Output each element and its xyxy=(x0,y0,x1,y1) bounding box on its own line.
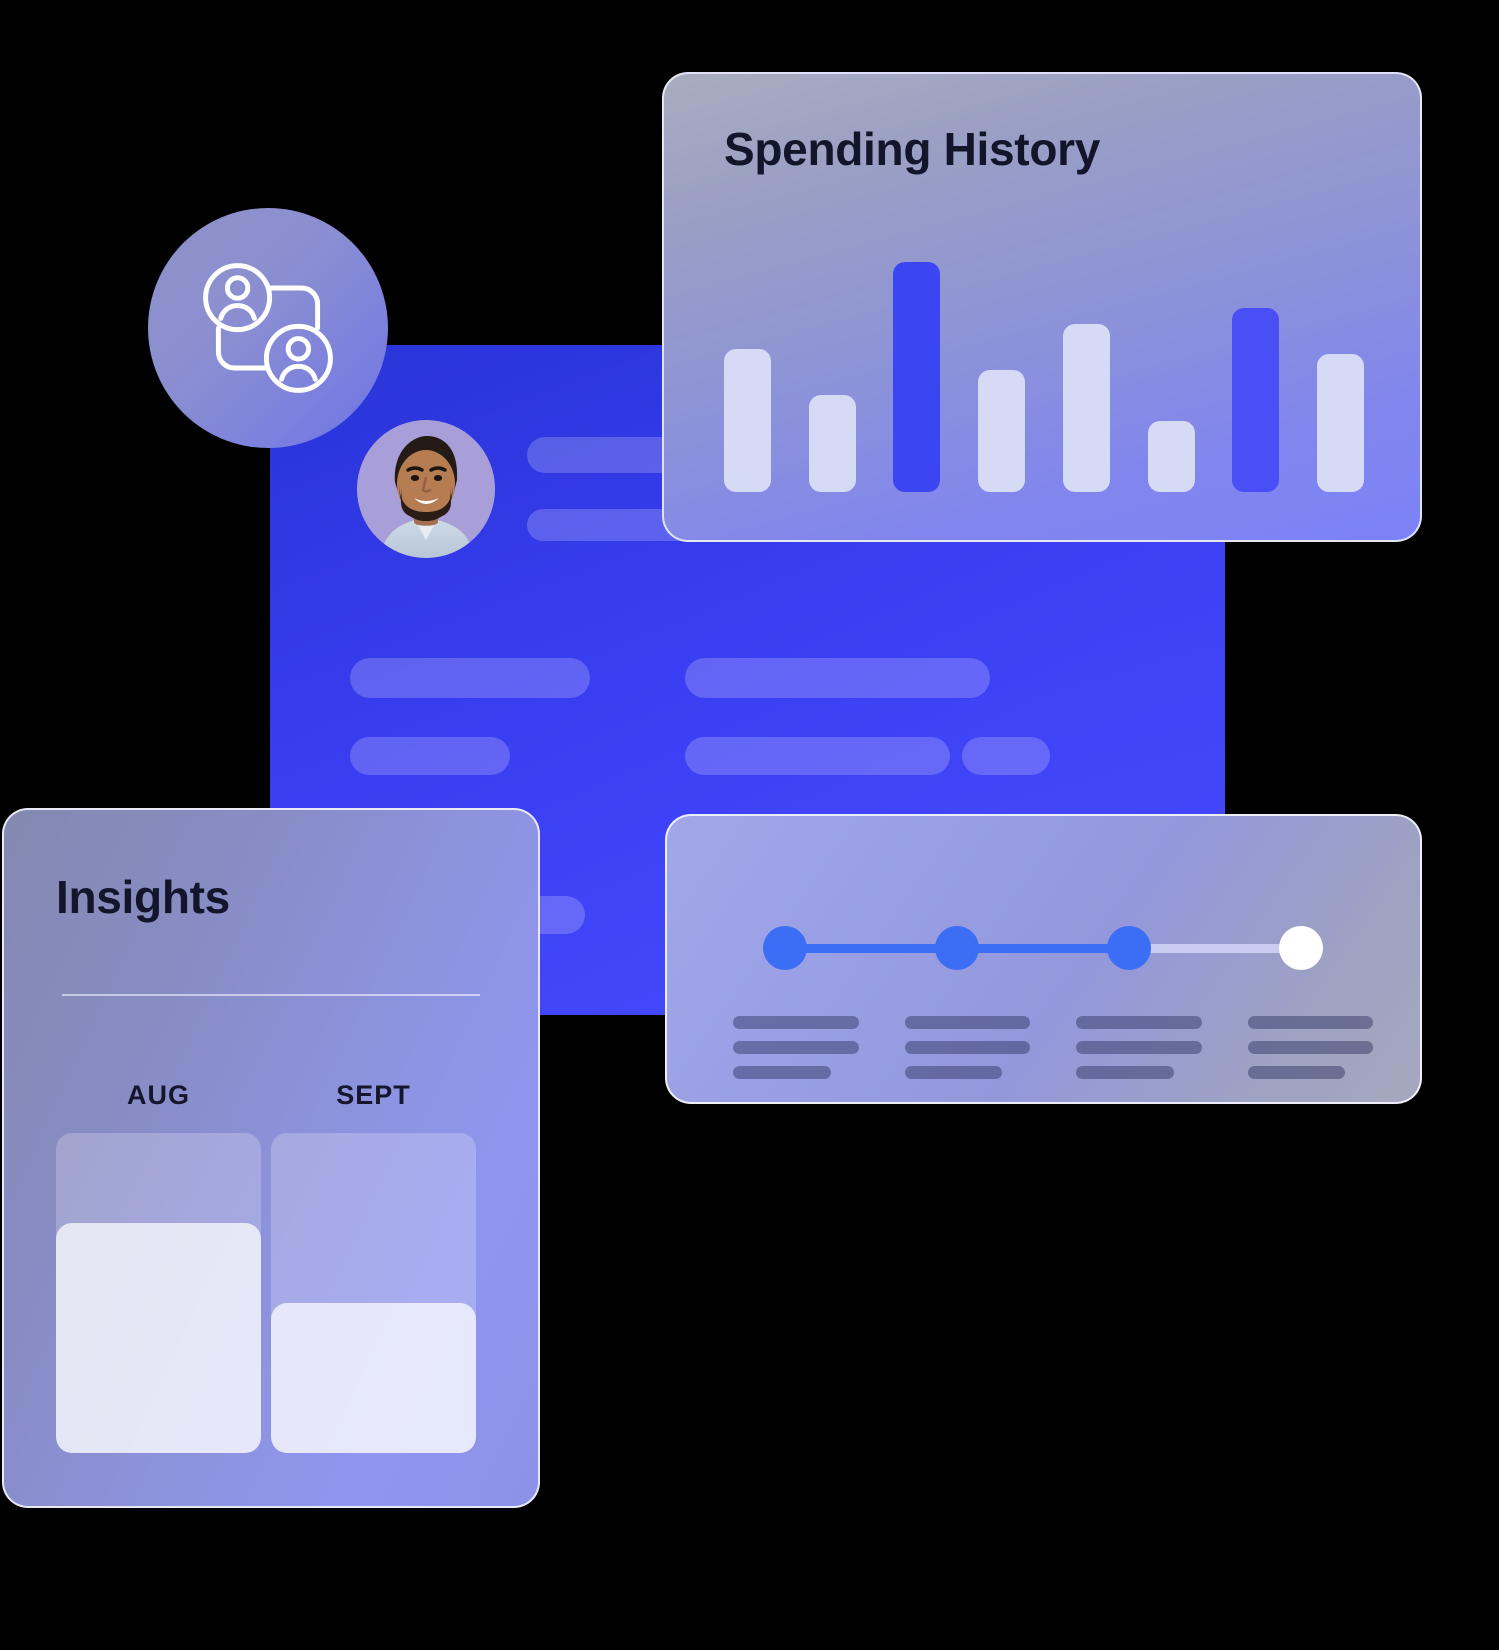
timeline-placeholder-line xyxy=(1247,1016,1373,1029)
people-network-badge xyxy=(148,208,388,448)
timeline-placeholder-line xyxy=(733,1016,859,1029)
timeline-columns xyxy=(733,1016,1373,1091)
placeholder-bar xyxy=(350,737,510,775)
timeline-placeholder-line xyxy=(904,1066,1003,1079)
spending-bar xyxy=(1232,308,1280,492)
insights-card: Insights AUG SEPT xyxy=(2,808,540,1508)
timeline-column xyxy=(1247,1016,1373,1091)
timeline-column xyxy=(1076,1016,1202,1091)
placeholder-bar xyxy=(685,737,950,775)
timeline-column xyxy=(733,1016,859,1091)
timeline-column xyxy=(904,1016,1030,1091)
avatar xyxy=(357,420,495,558)
insights-bar-value xyxy=(271,1302,476,1453)
insights-divider xyxy=(62,994,480,996)
placeholder-bar xyxy=(685,658,990,698)
insights-month-label: SEPT xyxy=(336,1080,411,1110)
spending-history-bar-chart xyxy=(724,262,1364,492)
timeline-connector xyxy=(957,944,1129,953)
timeline-connector xyxy=(785,944,957,953)
timeline-step-dot[interactable] xyxy=(763,926,807,970)
spending-history-card: Spending History xyxy=(662,72,1422,542)
timeline-placeholder-line xyxy=(904,1016,1030,1029)
timeline-placeholder-line xyxy=(904,1041,1030,1054)
placeholder-bar xyxy=(350,658,590,698)
insights-bar-value xyxy=(56,1222,261,1453)
spending-bar xyxy=(724,349,771,492)
spending-bar xyxy=(1062,324,1110,492)
timeline-track xyxy=(763,926,1323,970)
insights-bar-stack xyxy=(271,1133,476,1453)
spending-history-title: Spending History xyxy=(724,123,1101,175)
timeline-placeholder-line xyxy=(1076,1041,1202,1054)
user-avatar-photo xyxy=(357,420,495,558)
timeline-step-dot[interactable] xyxy=(935,926,979,970)
progress-timeline-card xyxy=(665,814,1422,1104)
placeholder-bar xyxy=(962,737,1050,775)
timeline-placeholder-line xyxy=(733,1066,831,1079)
timeline-connector xyxy=(1129,944,1301,953)
insights-column: SEPT xyxy=(271,1080,476,1453)
insights-month-label: AUG xyxy=(127,1080,190,1110)
insights-bar-stack xyxy=(56,1133,261,1453)
timeline-placeholder-line xyxy=(1076,1016,1202,1029)
timeline-step-dot[interactable] xyxy=(1107,926,1151,970)
insights-title: Insights xyxy=(56,871,230,923)
spending-bar xyxy=(893,262,941,492)
timeline-placeholder-line xyxy=(1247,1066,1346,1079)
timeline-placeholder-line xyxy=(1247,1041,1373,1054)
spending-bar xyxy=(808,395,856,492)
spending-bar xyxy=(1317,354,1364,492)
spending-bar xyxy=(1147,420,1195,492)
spending-bar xyxy=(978,370,1026,492)
timeline-placeholder-line xyxy=(1076,1066,1174,1079)
timeline-placeholder-line xyxy=(733,1041,859,1054)
people-network-icon xyxy=(203,263,333,393)
insights-column: AUG xyxy=(56,1080,261,1453)
timeline-step-dot[interactable] xyxy=(1279,926,1323,970)
